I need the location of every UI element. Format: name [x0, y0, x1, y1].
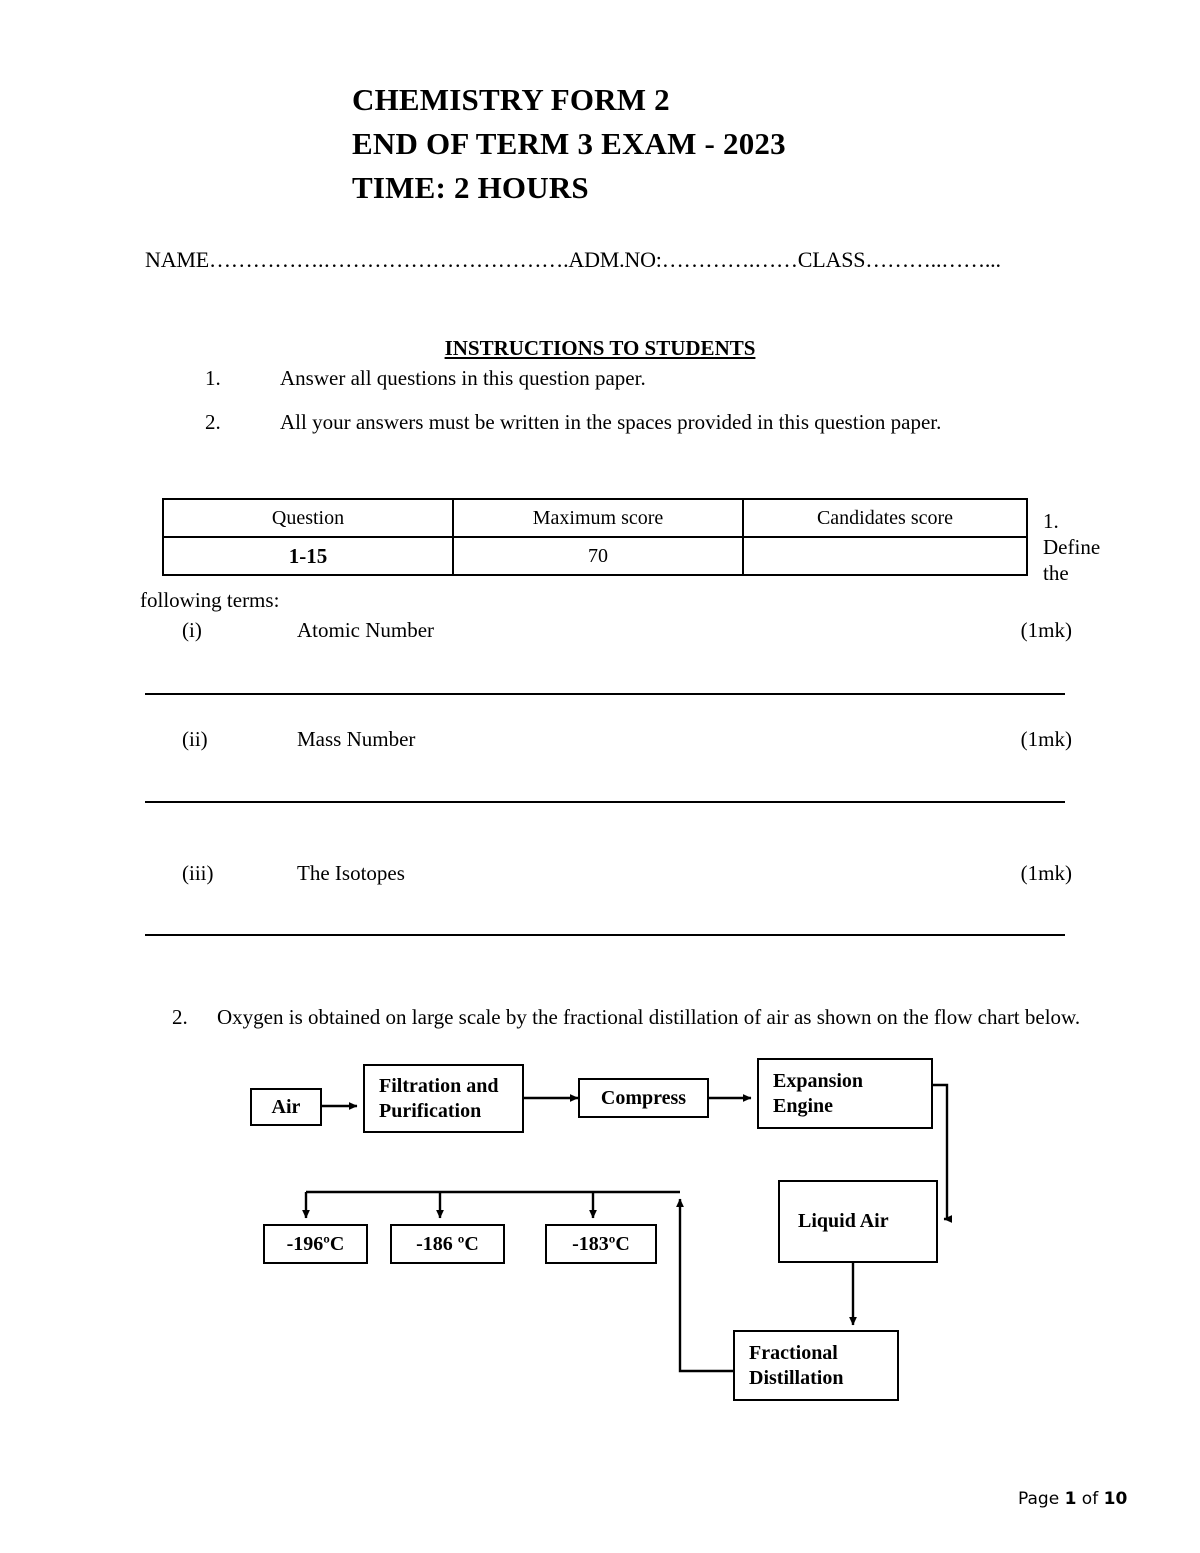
exam-title: CHEMISTRY FORM 2 END OF TERM 3 EXAM - 20… [352, 78, 786, 210]
question1-side-note: 1. Define the [1043, 508, 1100, 586]
cell-maximum-score: 70 [452, 536, 744, 576]
question2-text: Oxygen is obtained on large scale by the… [217, 1005, 1081, 1029]
table-row: 1-15 70 [162, 536, 1028, 576]
footer-total-pages: 10 [1103, 1489, 1128, 1509]
question1-word-the: the [1043, 561, 1069, 585]
subitem-marks-i: (1mk) [1020, 618, 1072, 642]
answer-line-i[interactable] [145, 693, 1065, 695]
flow-box-filtration-line1: Filtration and [379, 1074, 499, 1097]
flow-box-compress: Compress [578, 1078, 709, 1118]
question2: 2. Oxygen is obtained on large scale by … [172, 994, 1142, 1041]
flow-box-expansion-line2: Engine [773, 1094, 834, 1117]
subitem-text-iii: The Isotopes [297, 861, 405, 885]
answer-line-iii[interactable] [145, 934, 1065, 936]
flow-box-liquid-air: Liquid Air [778, 1180, 938, 1263]
flow-box-air: Air [250, 1088, 322, 1126]
subitem-roman-ii: (ii) [182, 727, 208, 751]
instruction-number: 2. [205, 410, 221, 434]
subitem-text-ii: Mass Number [297, 727, 416, 751]
flow-box-temperature-186: -186 ºC [390, 1224, 505, 1264]
footer-middle: of [1076, 1489, 1104, 1509]
title-line-3: TIME: 2 HOURS [352, 170, 589, 205]
subitem-marks-iii: (1mk) [1020, 861, 1072, 885]
flow-box-fractional-line1: Fractional [749, 1341, 838, 1364]
flow-box-filtration-purification: Filtration and Purification [363, 1064, 524, 1133]
name-admno-class-line: NAME…………….…………………………….ADM.NO:………….……CLAS… [145, 247, 1001, 272]
subitem-marks-ii: (1mk) [1020, 727, 1072, 751]
answer-line-ii[interactable] [145, 801, 1065, 803]
question1-lead-in: following terms: [140, 588, 280, 612]
flow-box-fractional-distillation: Fractional Distillation [733, 1330, 899, 1401]
footer-page-number: 1 [1064, 1489, 1077, 1509]
score-table: Question Maximum score Candidates score … [162, 498, 1028, 576]
cell-candidates-score[interactable] [742, 536, 1028, 576]
instruction-item: 2. All your answers must be written in t… [205, 410, 1075, 434]
instruction-item: 1. Answer all questions in this question… [205, 366, 1075, 390]
subitem-roman-i: (i) [182, 618, 202, 642]
table-header-row: Question Maximum score Candidates score [162, 498, 1028, 538]
instruction-text: Answer all questions in this question pa… [280, 366, 646, 390]
title-line-2: END OF TERM 3 EXAM - 2023 [352, 126, 786, 161]
column-header-question: Question [162, 498, 454, 538]
flow-box-expansion-engine: Expansion Engine [757, 1058, 933, 1129]
flow-box-expansion-line1: Expansion [773, 1069, 864, 1092]
question1-number: 1. [1043, 509, 1059, 533]
instruction-text: All your answers must be written in the … [280, 410, 942, 434]
flow-box-expansion-label: Expansion Engine [773, 1069, 863, 1119]
instruction-number: 1. [205, 366, 221, 390]
flow-box-filtration-label: Filtration and Purification [379, 1074, 498, 1124]
instructions-list: 1. Answer all questions in this question… [205, 366, 1075, 454]
page-footer: Page 1 of 10 [1018, 1489, 1127, 1509]
flow-box-filtration-line2: Purification [379, 1099, 482, 1122]
flow-box-temperature-196: -196ºC [263, 1224, 368, 1264]
flow-box-fractional-line2: Distillation [749, 1366, 844, 1389]
cell-question-range: 1-15 [162, 536, 454, 576]
question1-word-define: Define [1043, 535, 1101, 559]
column-header-maximum-score: Maximum score [452, 498, 744, 538]
subitem-roman-iii: (iii) [182, 861, 214, 885]
flow-box-temperature-183: -183ºC [545, 1224, 657, 1264]
column-header-candidates-score: Candidates score [742, 498, 1028, 538]
instructions-heading: INSTRUCTIONS TO STUDENTS [444, 336, 756, 360]
title-line-1: CHEMISTRY FORM 2 [352, 82, 670, 117]
subitem-text-i: Atomic Number [297, 618, 435, 642]
question2-number: 2. [172, 1005, 188, 1029]
flow-box-fractional-label: Fractional Distillation [749, 1341, 843, 1391]
footer-prefix: Page [1018, 1489, 1065, 1509]
